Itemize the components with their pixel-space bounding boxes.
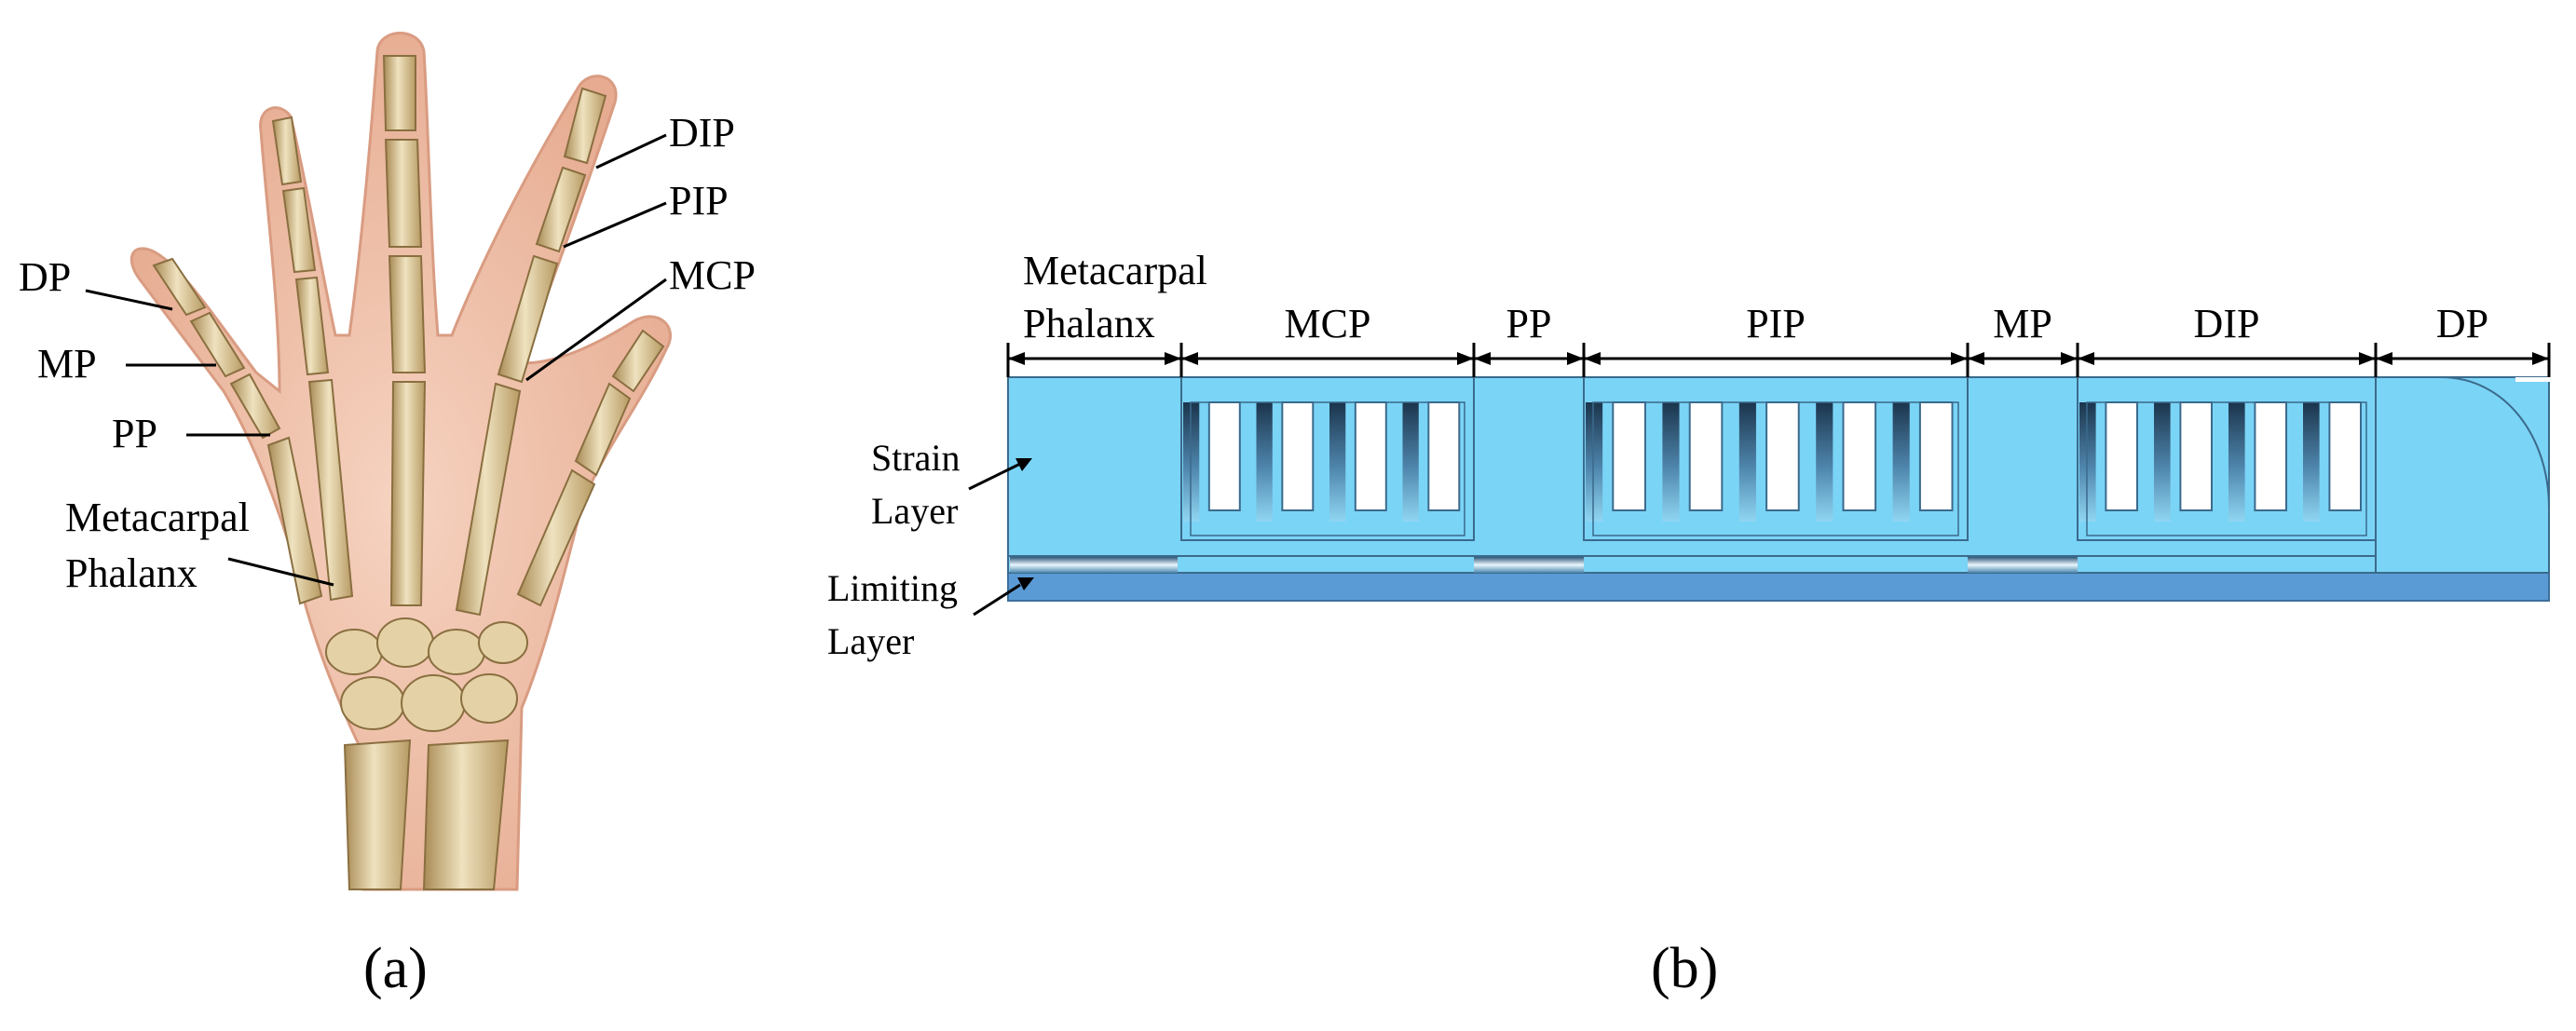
arrow-limiting bbox=[973, 583, 1021, 617]
limiting-layer bbox=[1007, 572, 2550, 602]
pip-chamber-gap bbox=[1612, 401, 1646, 511]
leader-dp bbox=[85, 289, 173, 311]
segment-metacarpal-line1: Metacarpal bbox=[1023, 248, 1207, 293]
mcp-chamber-gap bbox=[1281, 401, 1315, 511]
leader-mcp bbox=[525, 278, 667, 382]
chambers-pip bbox=[1583, 376, 1969, 541]
segment-pip: PIP bbox=[1746, 301, 1806, 346]
arrowhead-strain bbox=[1015, 458, 1032, 471]
pip-chamber-wall bbox=[1892, 402, 1910, 522]
dp-tip bbox=[2375, 376, 2550, 574]
chambers-mcp bbox=[1180, 376, 1475, 541]
hand-skeleton-illustration bbox=[129, 32, 673, 891]
pip-chamber-gap bbox=[1765, 401, 1800, 511]
mcp-chamber-gap bbox=[1354, 401, 1387, 511]
mcp-chamber-gap bbox=[1427, 401, 1461, 511]
mcp-channel-outline bbox=[1190, 401, 1465, 536]
pip-channel-outline bbox=[1592, 401, 1959, 536]
label-mcp: MCP bbox=[669, 252, 756, 298]
label-strain-line2: Layer bbox=[871, 490, 958, 532]
panel-a: DIP PIP MCP DP MP PP Metacarpal Phalanx … bbox=[19, 32, 756, 1000]
slit-metacarpal bbox=[1010, 557, 1178, 573]
dip-chamber-wall bbox=[2154, 402, 2171, 522]
dimension-arrowheads bbox=[1008, 352, 2549, 365]
mcp-chamber-wall bbox=[1402, 402, 1419, 522]
segment-dp: DP bbox=[2436, 301, 2488, 346]
pip-chamber-wall bbox=[1816, 402, 1833, 522]
mcp-chamber-wall bbox=[1329, 402, 1346, 522]
segment-mcp: MCP bbox=[1285, 301, 1371, 346]
segment-dip: DIP bbox=[2194, 301, 2260, 346]
dip-chamber-gap bbox=[2328, 401, 2362, 511]
leader-pip bbox=[563, 201, 667, 249]
slit-mp bbox=[1968, 557, 2078, 573]
dip-chamber-wall bbox=[2228, 402, 2245, 522]
pip-chamber-wall bbox=[1586, 402, 1603, 522]
forearm-bones bbox=[343, 739, 510, 890]
mcp-chamber-wall bbox=[1256, 402, 1273, 522]
mcp-chamber-gap bbox=[1207, 401, 1241, 511]
chambers-dip bbox=[2077, 376, 2377, 541]
leader-metacarpal bbox=[227, 557, 334, 587]
dip-chamber-gap bbox=[2179, 401, 2213, 511]
carpal-bones bbox=[325, 617, 528, 732]
slit-pp bbox=[1474, 557, 1584, 573]
segment-pp: PP bbox=[1506, 301, 1552, 346]
label-dip: DIP bbox=[669, 110, 735, 156]
dp-tip-cover bbox=[2515, 377, 2553, 382]
pip-chamber-gap bbox=[1688, 401, 1724, 511]
arrowhead-limiting bbox=[1017, 577, 1034, 590]
label-pip: PIP bbox=[669, 178, 729, 224]
pip-chamber-gap bbox=[1842, 401, 1877, 511]
label-limiting-line1: Limiting bbox=[827, 567, 958, 609]
label-dp: DP bbox=[19, 254, 71, 300]
segment-mp: MP bbox=[1993, 301, 2052, 346]
dimension-lines bbox=[1006, 343, 2551, 377]
dip-chamber-wall bbox=[2303, 402, 2320, 522]
leader-dip bbox=[595, 133, 667, 170]
label-metacarpal-line1: Metacarpal bbox=[65, 495, 250, 540]
label-strain-line1: Strain bbox=[871, 437, 961, 479]
bone-group bbox=[152, 55, 665, 617]
label-mp: MP bbox=[37, 341, 97, 387]
segment-metacarpal-line2: Phalanx bbox=[1023, 301, 1155, 346]
pip-chamber-wall bbox=[1738, 402, 1756, 522]
label-metacarpal-line2: Phalanx bbox=[65, 550, 198, 596]
caption-b: (b) bbox=[1651, 937, 1718, 1000]
dip-channel-outline bbox=[2086, 401, 2367, 536]
label-limiting-line2: Layer bbox=[827, 620, 914, 662]
pip-chamber-wall bbox=[1662, 402, 1680, 522]
panel-b: Metacarpal Phalanx MCP PP PIP MP DIP DP … bbox=[827, 248, 2553, 1000]
dip-chamber-gap bbox=[2105, 401, 2138, 511]
dip-chamber-gap bbox=[2254, 401, 2287, 511]
pip-chamber-gap bbox=[1918, 401, 1954, 511]
arrow-strain bbox=[968, 462, 1021, 491]
dip-chamber-wall bbox=[2079, 402, 2096, 522]
label-pp: PP bbox=[112, 411, 157, 456]
caption-a: (a) bbox=[363, 937, 428, 1000]
